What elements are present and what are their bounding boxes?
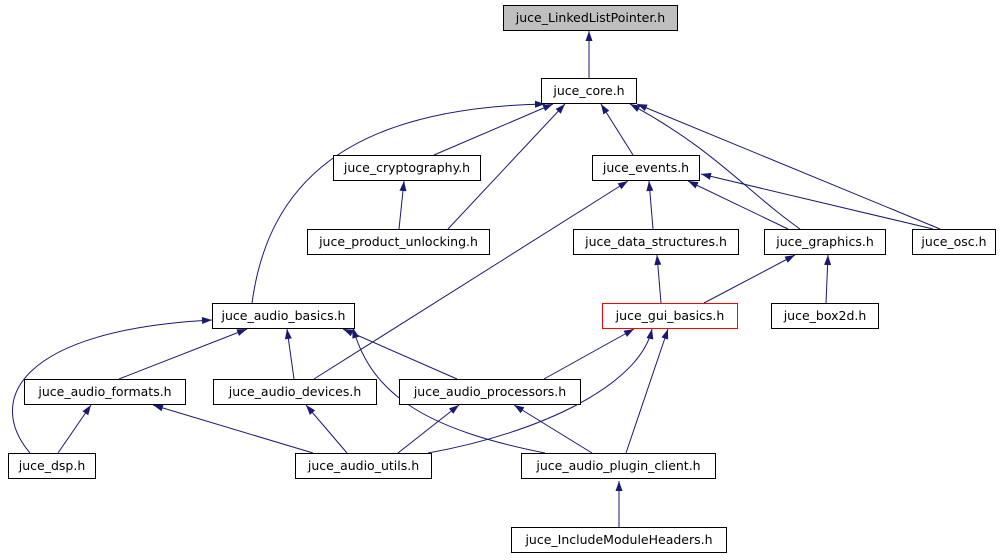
edge-audio_utils-audio_processors [397,404,460,454]
node-audio_devices[interactable]: juce_audio_devices.h [213,379,377,405]
arrowhead-dsp-audio_basics [201,317,212,325]
arrowhead-product_unlocking-cryptography [399,181,407,192]
node-core[interactable]: juce_core.h [541,78,637,104]
node-audio_formats[interactable]: juce_audio_formats.h [24,379,186,405]
edge-plugin_client-audio_basics [352,327,546,454]
edge-osc-events [700,173,934,230]
arrowhead-data_structures-events [646,181,654,192]
node-osc[interactable]: juce_osc.h [912,229,996,255]
arrowhead-audio_utils-audio_formats [153,404,164,412]
node-box2d[interactable]: juce_box2d.h [771,303,879,329]
edge-audio_processors-audio_basics [342,328,458,380]
arrowhead-audio_devices-events [617,181,628,190]
edge-audio_devices-events [313,180,629,380]
edge-audio_utils-audio_formats [152,404,314,454]
arrowhead-plugin_client-audio_processors [514,405,525,414]
edge-events-core [600,103,634,156]
arrowhead-gui_basics-graphics [784,255,795,263]
arrowhead-plugin_client-audio_basics [352,328,360,339]
arrowhead-audio_utils-audio_processors [448,405,459,414]
node-audio_basics[interactable]: juce_audio_basics.h [212,303,355,329]
arrowhead-dsp-audio_formats [82,405,91,416]
edge-audio_formats-audio_basics [118,328,248,380]
node-cryptography[interactable]: juce_cryptography.h [333,155,481,181]
node-gui_basics[interactable]: juce_gui_basics.h [602,303,738,329]
arrowhead-audio_processors-gui_basics [623,329,634,337]
arrowhead-core-linkedlist [585,31,593,41]
edge-osc-core [636,103,941,230]
arrowhead-osc-events [701,172,712,180]
arrowhead-audio_formats-audio_basics [236,329,247,336]
edge-gui_basics-graphics [703,254,796,304]
arrowhead-events-core [601,104,610,115]
edge-audio_basics-core [251,103,546,304]
node-audio_utils[interactable]: juce_audio_utils.h [295,453,432,479]
edge-audio_utils-audio_devices [305,404,348,454]
edge-audio_processors-gui_basics [543,328,635,380]
arrowhead-graphics-core [630,104,641,112]
arrowhead-include_headers-plugin_client [615,481,623,491]
edge-cryptography-core [433,103,554,156]
arrowhead-cryptography-core [542,104,553,112]
arrowhead-audio_basics-core [534,100,545,108]
node-linkedlist: juce_LinkedListPointer.h [503,5,678,31]
arrowhead-audio_processors-audio_basics [343,329,354,337]
edge-graphics-events [687,180,789,230]
arrowhead-gui_basics-data_structures [654,255,662,266]
arrowhead-audio_devices-audio_basics [284,329,292,340]
edge-product_unlocking-core [447,103,566,230]
node-events[interactable]: juce_events.h [592,155,700,181]
edge-dsp-audio_basics [11,319,213,454]
arrowhead-product_unlocking-core [555,104,565,114]
arrowhead-plugin_client-gui_basics [661,329,669,340]
edge-graphics-core [629,103,801,230]
node-plugin_client[interactable]: juce_audio_plugin_client.h [521,453,716,479]
node-product_unlocking[interactable]: juce_product_unlocking.h [307,229,490,255]
arrowhead-box2d-graphics [824,255,832,266]
node-data_structures[interactable]: juce_data_structures.h [573,229,739,255]
arrowhead-audio_utils-audio_devices [306,405,316,415]
node-dsp[interactable]: juce_dsp.h [8,453,96,479]
arrowhead-osc-core [637,104,648,112]
node-audio_processors[interactable]: juce_audio_processors.h [399,379,581,405]
arrowhead-audio_utils-gui_basics [646,329,654,340]
edge-plugin_client-gui_basics [625,328,669,454]
node-include_headers[interactable]: juce_IncludeModuleHeaders.h [511,527,727,553]
edge-plugin_client-audio_processors [513,404,593,454]
arrowhead-graphics-events [688,181,699,189]
node-graphics[interactable]: juce_graphics.h [764,229,886,255]
